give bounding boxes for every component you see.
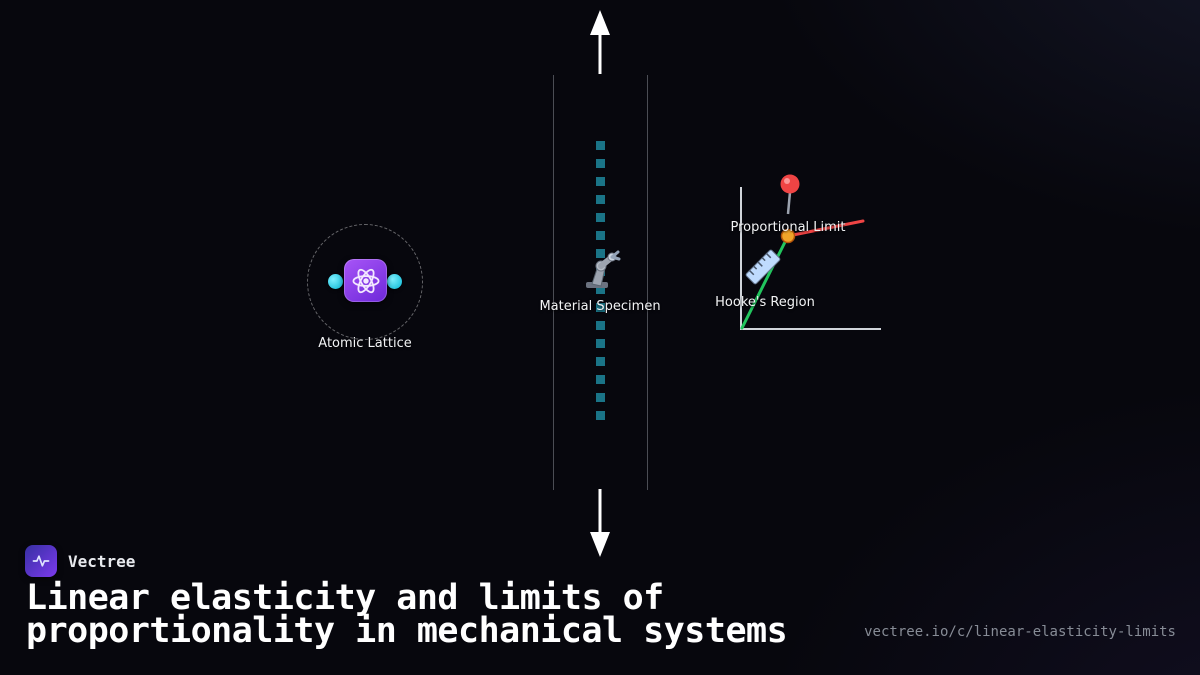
tension-arrow-down-icon bbox=[590, 489, 610, 557]
atomic-lattice-ring bbox=[307, 224, 423, 340]
page-url: vectree.io/c/linear-elasticity-limits bbox=[864, 624, 1176, 640]
round-pushpin-icon bbox=[780, 174, 800, 215]
ruler-icon bbox=[745, 249, 781, 285]
proportional-limit-dot bbox=[780, 228, 796, 244]
page-title: Linear elasticity and limits of proporti… bbox=[26, 578, 788, 651]
atomic-lattice-label: Atomic Lattice bbox=[318, 336, 412, 351]
hooke-line bbox=[740, 234, 790, 330]
specimen-boundary-right bbox=[647, 75, 648, 490]
specimen-boundary-left bbox=[553, 75, 554, 490]
material-specimen-label: Material Specimen bbox=[539, 299, 661, 314]
brand-logo bbox=[25, 545, 57, 577]
tension-arrow-up-icon bbox=[590, 10, 610, 74]
brand-row: Vectree bbox=[25, 545, 135, 577]
chart-axes bbox=[740, 187, 881, 330]
proportional-limit-label: Proportional Limit bbox=[730, 220, 846, 235]
electron-dot-left bbox=[328, 274, 343, 289]
vectree-waveform-icon bbox=[32, 555, 50, 567]
brand-name: Vectree bbox=[68, 551, 136, 571]
electron-dot-right bbox=[387, 274, 402, 289]
mechanical-arm-icon bbox=[586, 250, 621, 288]
atom-orbits-icon bbox=[352, 268, 379, 293]
hookes-region-label: Hooke's Region bbox=[715, 295, 815, 310]
stress-strain-chart bbox=[740, 174, 881, 330]
plastic-line bbox=[786, 219, 865, 238]
atom-icon bbox=[344, 259, 387, 302]
